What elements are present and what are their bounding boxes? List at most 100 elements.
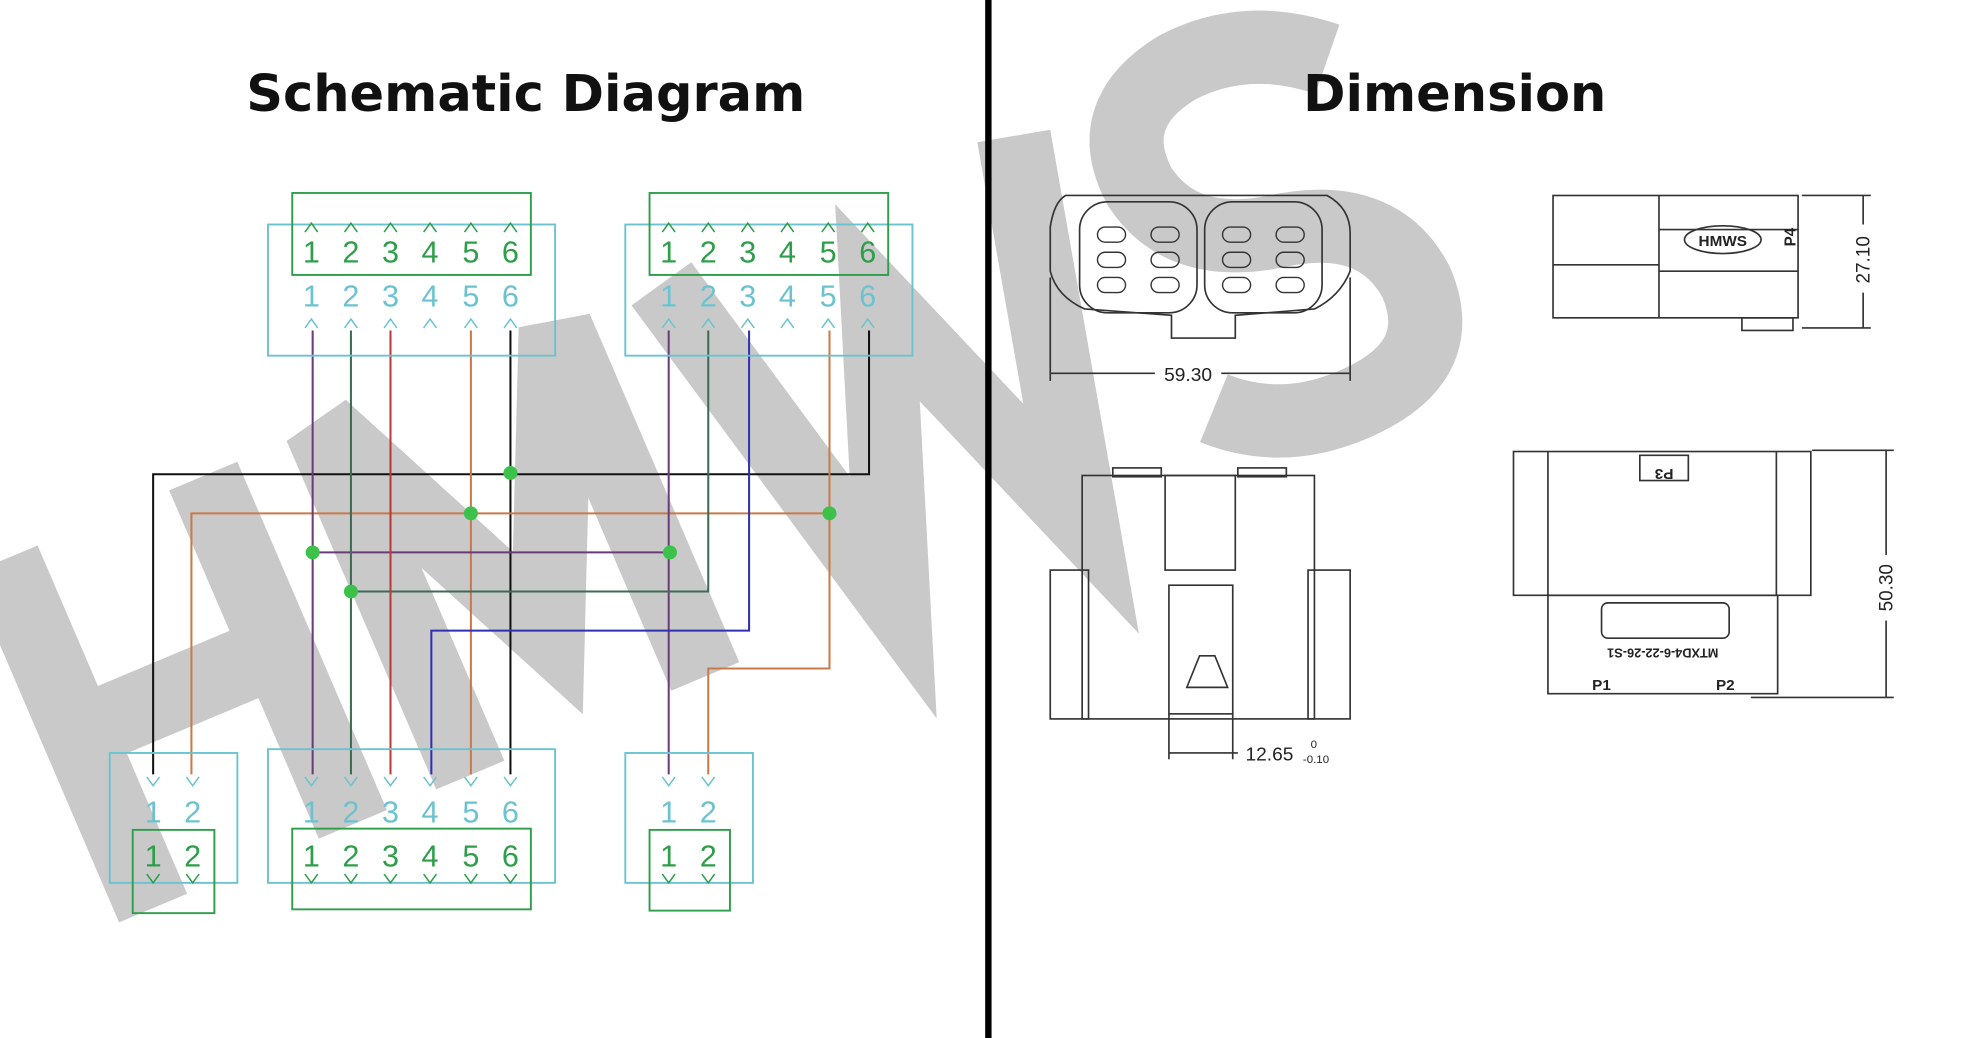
pin-label-housing: 1 [660, 795, 677, 829]
caret-down-icon [383, 873, 398, 885]
caret-up-icon [740, 221, 755, 233]
pin-label-mating: 5 [462, 235, 479, 269]
pin-label-mating: 3 [382, 840, 399, 874]
pin-label-mating: 6 [859, 235, 876, 269]
caret-up-icon [343, 221, 358, 233]
caret-down-icon [185, 873, 200, 885]
caret-down-icon [701, 873, 716, 885]
bottom-view: MTXD4-6-22-26-S1 P3 P1 P2 50.30 [1512, 449, 1898, 699]
pin-label-housing: 6 [502, 795, 519, 829]
caret-down-icon [304, 873, 319, 885]
pin-label-housing: 2 [700, 280, 717, 314]
pin-label-housing: 4 [422, 795, 439, 829]
watermark [0, 10, 1463, 923]
caret-down-icon [343, 873, 358, 885]
housing-outline [624, 752, 754, 884]
pin-label-mating: 2 [700, 840, 717, 874]
mating-outline [648, 828, 731, 912]
side-view: HMWS P4 27.10 [1552, 194, 1875, 332]
pin-label-housing: 2 [342, 795, 359, 829]
caret-down-icon [146, 873, 161, 885]
watermark-letter-h [0, 461, 387, 923]
housing-outline [267, 748, 557, 884]
p3-label: P3 [1655, 465, 1674, 482]
slot-dimension: 12.65 [1246, 745, 1294, 766]
caret-down-icon [146, 776, 161, 788]
pin-label-mating: 5 [820, 235, 837, 269]
caret-down-icon [463, 776, 478, 788]
pin-label-housing: 3 [739, 280, 756, 314]
caret-up-icon [740, 317, 755, 329]
caret-up-icon [463, 317, 478, 329]
caret-down-icon [304, 776, 319, 788]
pin-label-housing: 2 [342, 280, 359, 314]
pin-label-housing: 5 [462, 795, 479, 829]
junction-dot [822, 506, 837, 521]
p2-label: P2 [1716, 677, 1735, 694]
dimension-title: Dimension [1303, 64, 1606, 123]
pin-label-mating: 2 [700, 235, 717, 269]
housing-outline [624, 223, 914, 357]
caret-down-icon [503, 776, 518, 788]
pin-label-mating: 2 [342, 235, 359, 269]
caret-up-icon [383, 221, 398, 233]
junction-dot [305, 545, 320, 560]
junction-dot [503, 466, 518, 480]
pin-label-housing: 2 [184, 795, 201, 829]
mating-outline [291, 827, 532, 911]
pin-label-mating: 1 [145, 840, 162, 874]
schematic-title: Schematic Diagram [246, 64, 805, 123]
pin-label-housing: 6 [859, 280, 876, 314]
slot-tolerance-lower: -0.10 [1303, 754, 1329, 766]
caret-up-icon [304, 317, 319, 329]
caret-down-icon [423, 873, 438, 885]
part-number-label: MTXD4-6-22-26-S1 [1607, 645, 1718, 659]
length-dimension: 50.30 [1876, 564, 1897, 611]
pin-label-housing: 1 [303, 280, 320, 314]
pin-label-housing: 5 [820, 280, 837, 314]
caret-down-icon [383, 776, 398, 788]
wire-orange-2 [707, 330, 831, 775]
mating-outline [131, 828, 216, 915]
caret-down-icon [661, 873, 676, 885]
pin-label-housing: 3 [382, 280, 399, 314]
pin-label-mating: 1 [303, 235, 320, 269]
caret-up-icon [383, 317, 398, 329]
schematic-diagram: 1122334455661122334455661122112233445566… [108, 192, 914, 915]
caret-down-icon [701, 776, 716, 788]
pin-label-mating: 5 [462, 840, 479, 874]
caret-up-icon [821, 317, 836, 329]
mating-outline [648, 192, 890, 276]
pin-label-mating: 2 [184, 840, 201, 874]
caret-up-icon [503, 317, 518, 329]
junction-dot [463, 506, 478, 521]
pin-label-housing: 2 [700, 795, 717, 829]
side-height-dimension: 27.10 [1853, 236, 1874, 283]
dimension-drawings: 59.30 HMWS P4 27.10 12.65 [1049, 194, 1898, 766]
caret-up-icon [343, 317, 358, 329]
pin-label-mating: 6 [502, 840, 519, 874]
pin-label-housing: 5 [462, 280, 479, 314]
pin-label-mating: 2 [342, 840, 359, 874]
caret-down-icon [185, 776, 200, 788]
pin-label-housing: 3 [382, 795, 399, 829]
wire-blue [430, 330, 751, 775]
pin-label-mating: 4 [422, 840, 439, 874]
pin-label-mating: 3 [739, 235, 756, 269]
pin-label-mating: 1 [303, 840, 320, 874]
pin-label-housing: 4 [422, 280, 439, 314]
caret-down-icon [503, 873, 518, 885]
pin-label-housing: 6 [502, 280, 519, 314]
caret-up-icon [780, 317, 795, 329]
top-view: 12.65 0 -0.10 [1049, 467, 1351, 766]
caret-down-icon [661, 776, 676, 788]
housing-outline [108, 752, 239, 884]
caret-up-icon [821, 221, 836, 233]
caret-up-icon [423, 317, 438, 329]
caret-down-icon [343, 776, 358, 788]
caret-up-icon [661, 221, 676, 233]
